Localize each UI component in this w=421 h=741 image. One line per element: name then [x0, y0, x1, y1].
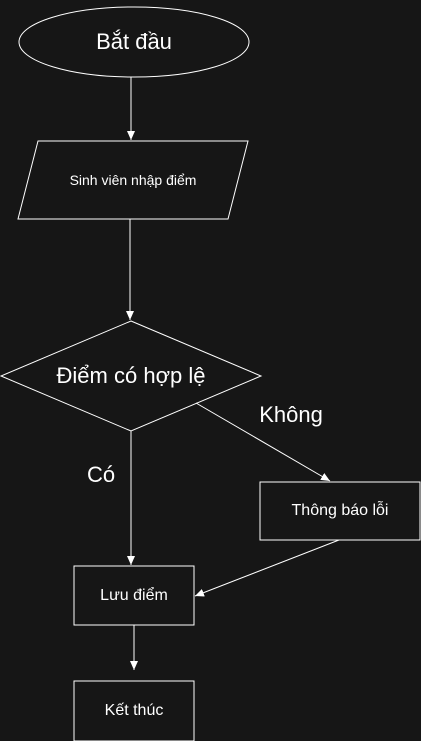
arrow-error-to-save [194, 539, 340, 597]
error-process-shape[interactable] [259, 481, 421, 541]
end-label: Kết thúc [104, 702, 164, 719]
edge-label-no: Không [259, 402, 323, 427]
arrow-decision-to-error [195, 402, 331, 482]
start-terminator-shape[interactable] [18, 6, 250, 78]
edge-label-yes: Có [86, 462, 116, 487]
error-label: Thông báo lỗi [291, 502, 389, 519]
end-process-shape[interactable] [73, 680, 195, 741]
save-label: Lưu điểm [100, 586, 168, 604]
decision-label: Điểm có hợp lệ [56, 363, 206, 388]
input-parallelogram-shape[interactable] [17, 140, 249, 220]
input-label: Sinh viên nhập điểm [69, 172, 197, 188]
start-label: Bắt đầu [96, 29, 172, 54]
